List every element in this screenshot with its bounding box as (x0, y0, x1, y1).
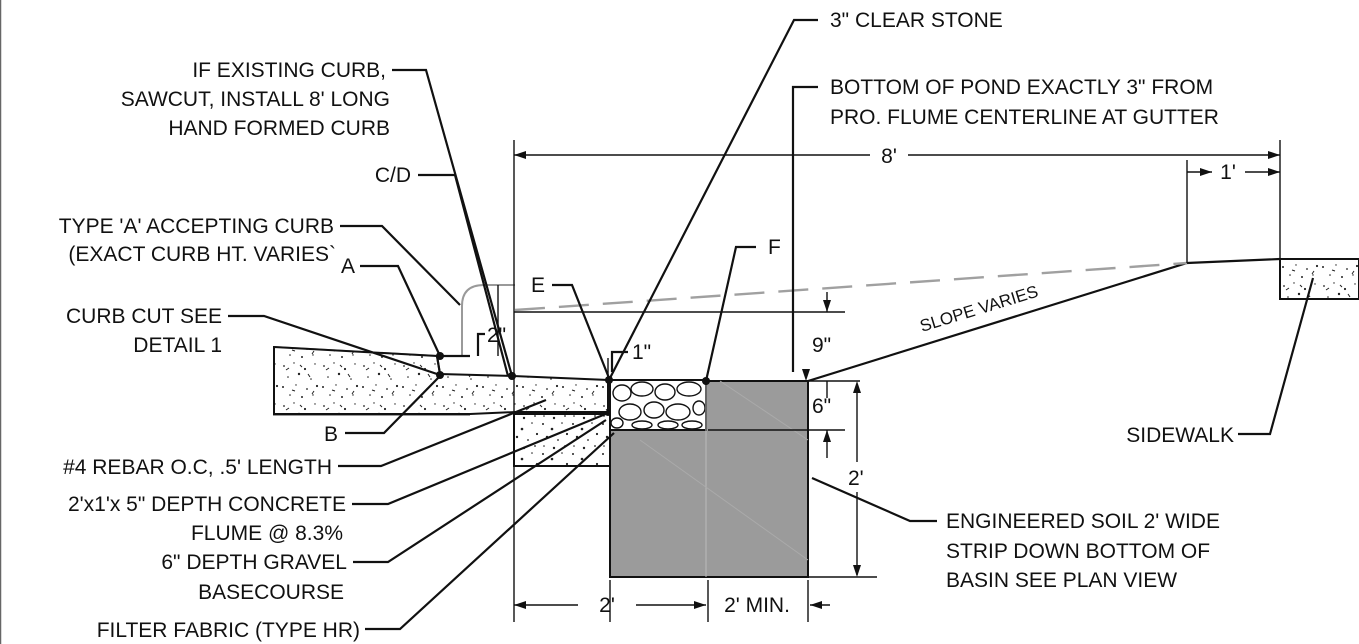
label-concrete-flume-2: FLUME @ 8.3% (191, 522, 343, 545)
arrowheads (514, 151, 1280, 609)
label-f: F (768, 236, 781, 259)
label-gravel-2: BASECOURSE (198, 581, 344, 604)
label-gravel-1: 6" DEPTH GRAVEL (161, 551, 347, 574)
label-type-a-curb-2: (EXACT CURB HT. VARIES` (68, 243, 336, 266)
label-existing-curb-2: SAWCUT, INSTALL 8' LONG (121, 88, 390, 111)
gravel-basecourse (513, 413, 611, 467)
soil-hatch-2 (639, 439, 809, 561)
leader-lines (228, 18, 1315, 631)
dim-flume-1in: 1" (632, 341, 651, 364)
dim-depth-9in: 9" (812, 334, 831, 357)
label-rebar: #4 REBAR O.C, .5' LENGTH (63, 456, 332, 479)
label-filter-fabric: FILTER FABRIC (TYPE HR) (97, 619, 360, 642)
label-type-a-curb-1: TYPE 'A' ACCEPTING CURB (59, 215, 334, 238)
label-bottom-of-pond-2: PRO. FLUME CENTERLINE AT GUTTER (830, 106, 1219, 129)
label-curb-cut-1: CURB CUT SEE (66, 305, 222, 328)
dim-depth-6in: 6" (812, 395, 831, 418)
label-clear-stone: 3" CLEAR STONE (830, 9, 1003, 32)
clear-stone-rocks (610, 381, 706, 430)
dim-overall-width: 8' (881, 145, 897, 168)
label-bottom-of-pond-1: BOTTOM OF POND EXACTLY 3" FROM (830, 76, 1213, 99)
label-a: A (341, 255, 355, 278)
label-existing-curb-1: IF EXISTING CURB, (192, 59, 386, 82)
label-cd: C/D (375, 164, 411, 187)
slope-line (807, 257, 1281, 383)
label-e: E (531, 274, 545, 297)
dashed-grade-line (514, 261, 1188, 312)
label-engineered-soil-1: ENGINEERED SOIL 2' WIDE (946, 510, 1220, 533)
dimension-lines (497, 140, 1281, 622)
dim-curb-2in: 2" (487, 324, 506, 347)
label-sidewalk: SIDEWALK (1126, 424, 1234, 447)
dim-bottom-2ft: 2' (599, 594, 615, 617)
leader-dots (436, 352, 710, 416)
sidewalk-slab (1279, 258, 1359, 300)
label-concrete-flume-1: 2'x1'x 5" DEPTH CONCRETE (68, 493, 346, 516)
dim-bottom-2ft-min: 2' MIN. (724, 594, 790, 617)
dim-sidewalk-offset: 1' (1220, 161, 1236, 184)
label-engineered-soil-2: STRIP DOWN BOTTOM OF (946, 540, 1210, 563)
label-engineered-soil-3: BASIN SEE PLAN VIEW (946, 569, 1177, 592)
label-existing-curb-3: HAND FORMED CURB (168, 117, 390, 140)
dim-depth-2ft: 2' (848, 467, 864, 490)
label-b: B (324, 423, 338, 446)
label-curb-cut-2: DETAIL 1 (133, 334, 222, 357)
